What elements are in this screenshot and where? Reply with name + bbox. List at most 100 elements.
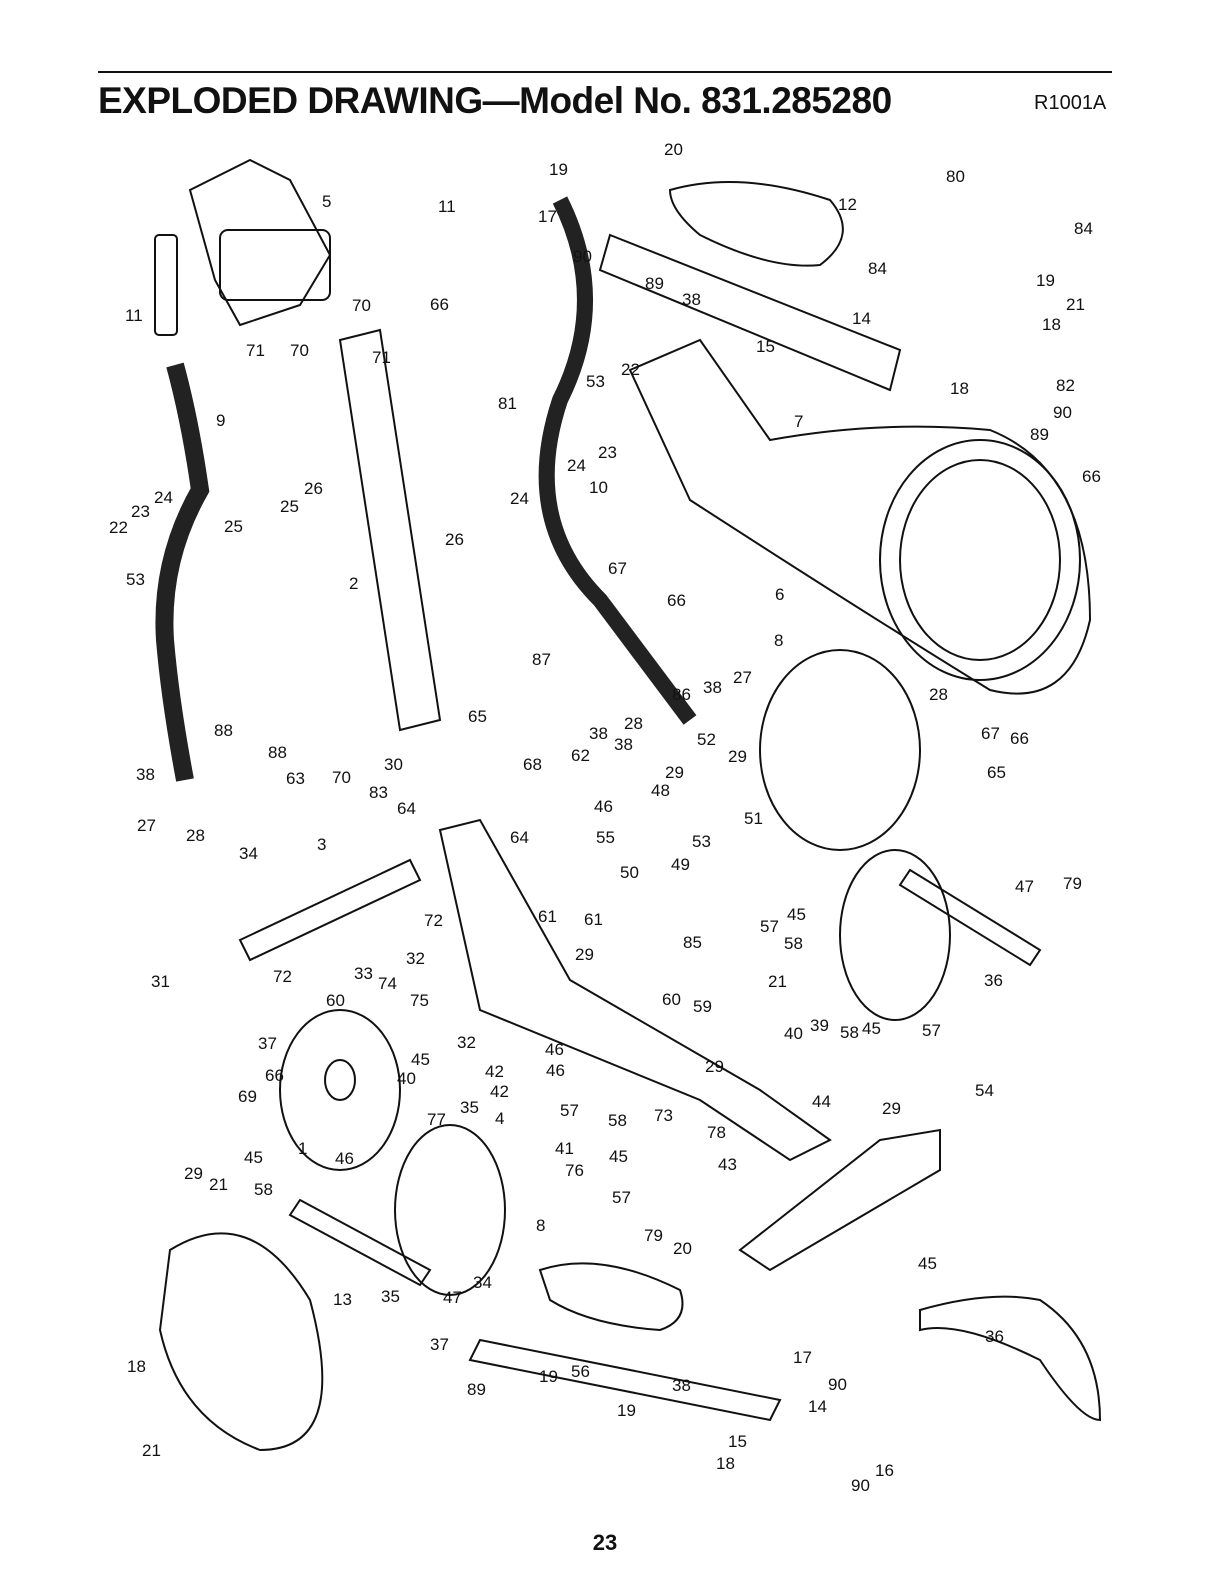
part-label: 70 (352, 296, 371, 315)
part-label: 64 (397, 799, 416, 818)
seat-shape (668, 181, 844, 267)
part-label: 66 (1082, 467, 1101, 486)
header-rule (98, 71, 1112, 73)
part-label: 57 (760, 917, 779, 936)
page-title: EXPLODED DRAWING—Model No. 831.285280 (98, 80, 892, 121)
part-label: 52 (697, 730, 716, 749)
crank-arm-right (898, 868, 1042, 967)
part-label: 36 (985, 1327, 1004, 1346)
part-label: 20 (664, 140, 683, 159)
part-label: 81 (498, 394, 517, 413)
part-label: 7 (794, 412, 804, 431)
part-label: 8 (774, 631, 784, 650)
part-label: 72 (273, 967, 292, 986)
part-label: 21 (1066, 295, 1085, 314)
part-label: 89 (645, 274, 664, 293)
part-label: 53 (692, 832, 711, 851)
part-label: 35 (381, 1287, 400, 1306)
upright-tube (338, 328, 442, 732)
part-label: 28 (624, 714, 643, 733)
part-label: 26 (304, 479, 323, 498)
part-label: 10 (589, 478, 608, 497)
part-label: 49 (671, 855, 690, 874)
part-label: 45 (411, 1050, 430, 1069)
part-label: 69 (238, 1087, 257, 1106)
pedal (538, 1262, 684, 1332)
part-label: 53 (126, 570, 145, 589)
part-label: 36 (984, 971, 1003, 990)
part-label: 58 (784, 934, 803, 953)
part-label: 71 (372, 348, 391, 367)
part-label: 47 (443, 1288, 462, 1307)
part-label: 37 (430, 1335, 449, 1354)
part-label: 18 (1042, 315, 1061, 334)
part-label: 17 (538, 207, 557, 226)
part-label: 23 (131, 502, 150, 521)
part-label: 13 (333, 1290, 352, 1309)
part-label: 34 (473, 1273, 492, 1292)
part-label: 58 (608, 1111, 627, 1130)
part-label: 35 (460, 1098, 479, 1117)
part-label: 30 (384, 755, 403, 774)
part-label: 28 (929, 685, 948, 704)
part-label: 5 (322, 192, 332, 211)
part-label: 11 (125, 306, 143, 325)
part-label: 8 (536, 1216, 546, 1235)
part-label: 4 (495, 1109, 505, 1128)
part-label: 15 (728, 1432, 747, 1451)
part-label: 22 (109, 518, 128, 537)
part-label: 64 (510, 828, 529, 847)
part-label: 82 (1056, 376, 1075, 395)
part-label: 72 (424, 911, 443, 930)
part-label: 38 (682, 290, 701, 309)
part-label: 62 (571, 746, 590, 765)
part-label: 65 (468, 707, 487, 726)
part-label: 45 (244, 1148, 263, 1167)
part-label: 77 (427, 1110, 446, 1129)
part-label: 67 (981, 724, 1000, 743)
part-label: 19 (549, 160, 568, 179)
part-label: 57 (922, 1021, 941, 1040)
part-label: 27 (733, 668, 752, 687)
part-label: 75 (410, 991, 429, 1010)
part-label: 40 (784, 1024, 803, 1043)
part-label: 46 (594, 797, 613, 816)
part-label: 88 (214, 721, 233, 740)
part-label: 29 (705, 1057, 724, 1076)
part-label: 32 (457, 1033, 476, 1052)
part-label: 70 (290, 341, 309, 360)
part-label: 38 (614, 735, 633, 754)
part-label: 46 (545, 1040, 564, 1059)
shroud (628, 338, 1092, 695)
part-label: 76 (565, 1161, 584, 1180)
part-label: 90 (851, 1476, 870, 1495)
part-label: 80 (946, 167, 965, 186)
part-label: 28 (186, 826, 205, 845)
part-label: 66 (667, 591, 686, 610)
front-stabilizer (238, 858, 422, 962)
part-label: 29 (575, 945, 594, 964)
part-label: 60 (326, 991, 345, 1010)
part-label: 45 (787, 905, 806, 924)
part-label: 38 (703, 678, 722, 697)
part-label: 12 (838, 195, 857, 214)
part-label: 59 (693, 997, 712, 1016)
part-label: 60 (662, 990, 681, 1009)
drive-pulley (279, 1009, 401, 1171)
part-label: 56 (571, 1362, 590, 1381)
part-label: 27 (137, 816, 156, 835)
part-label: 3 (317, 835, 327, 854)
fan-cover (759, 649, 921, 851)
part-label: 86 (672, 685, 691, 704)
part-label: 66 (265, 1066, 284, 1085)
part-label: 89 (467, 1380, 486, 1399)
part-label: 74 (378, 974, 397, 993)
part-label: 71 (246, 341, 265, 360)
part-label: 29 (184, 1164, 203, 1183)
part-label: 38 (589, 724, 608, 743)
part-label: 38 (136, 765, 155, 784)
part-label: 54 (975, 1081, 994, 1100)
part-label: 45 (609, 1147, 628, 1166)
part-label: 22 (621, 360, 640, 379)
